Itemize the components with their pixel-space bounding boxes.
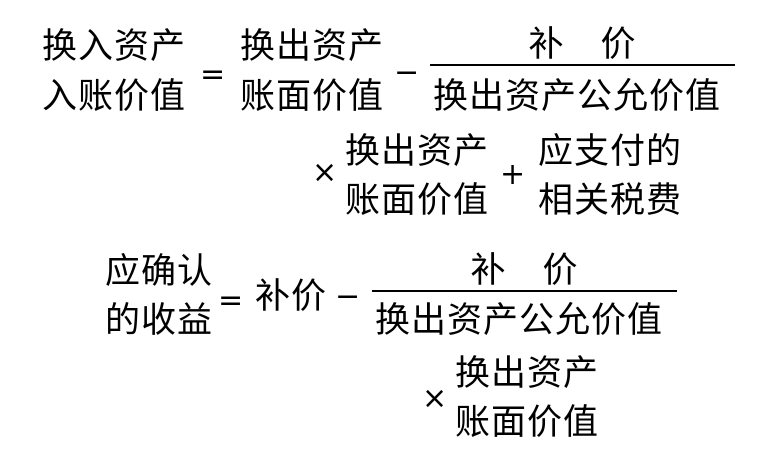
lhs-line2: 的收益 <box>105 301 214 341</box>
term1-line2: 账面价值 <box>240 77 385 117</box>
times-sign: × <box>312 155 338 190</box>
term3-line1: 应支付的 <box>538 132 683 172</box>
term1-line1: 换出资产 <box>240 27 385 67</box>
term2-line1: 换出资产 <box>455 354 600 394</box>
term1: 补价 <box>255 277 328 317</box>
equals-sign: = <box>200 57 226 92</box>
fraction-denominator: 换出资产公允价值 <box>375 301 664 341</box>
equals-sign: = <box>218 283 244 318</box>
fraction-denominator: 换出资产公允价值 <box>433 77 722 117</box>
fraction-numerator: 补 价 <box>470 251 579 291</box>
plus-sign: + <box>500 157 526 192</box>
minus-sign: − <box>394 55 420 90</box>
times-sign: × <box>422 381 448 416</box>
fraction-numerator: 补 价 <box>528 25 637 65</box>
minus-sign: − <box>335 279 361 314</box>
term2-line2: 账面价值 <box>455 403 600 443</box>
fraction-bar <box>372 290 677 292</box>
term2-line2: 账面价值 <box>345 181 490 221</box>
term3-line2: 相关税费 <box>538 181 683 221</box>
lhs-line2: 入账价值 <box>42 77 187 117</box>
lhs-line1: 换入资产 <box>42 27 187 67</box>
lhs-line1: 应确认 <box>105 252 214 292</box>
term2-line1: 换出资产 <box>345 132 490 172</box>
fraction-bar <box>430 64 735 66</box>
